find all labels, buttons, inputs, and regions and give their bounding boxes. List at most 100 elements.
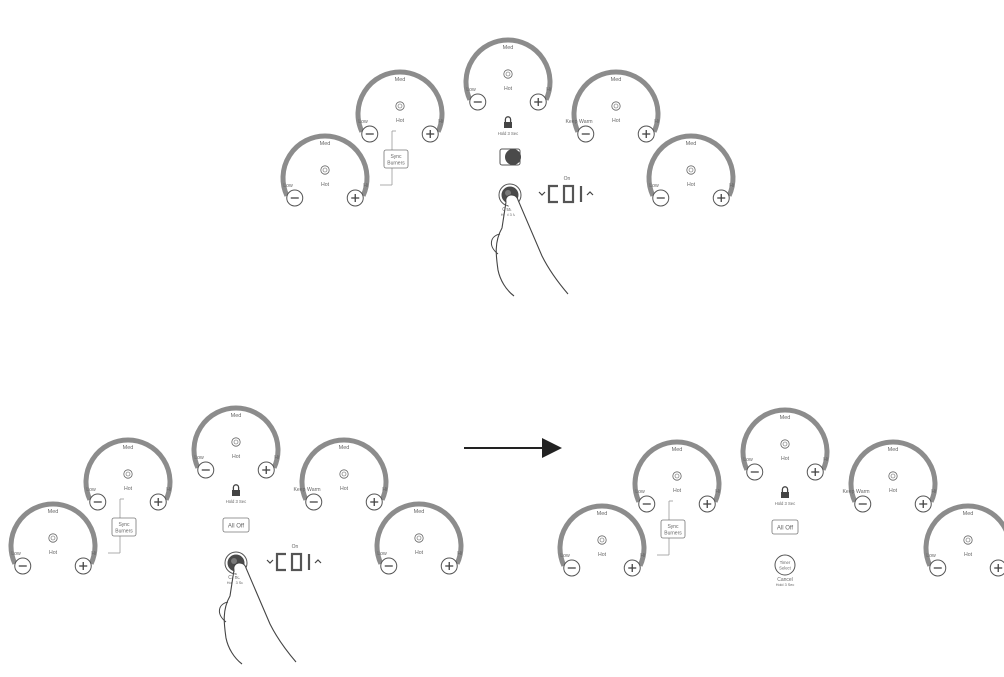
minus-button[interactable] (638, 495, 656, 513)
sync-burners-label: Burners (664, 531, 682, 537)
minus-button[interactable] (929, 559, 947, 577)
med-label: Med (414, 509, 425, 515)
sync-burners-label: Burners (387, 161, 405, 167)
minus-button[interactable] (652, 189, 670, 207)
plus-button[interactable] (365, 493, 383, 511)
chevron-up-icon[interactable] (314, 559, 322, 564)
med-label: Med (395, 77, 406, 83)
timer-label: Timer (780, 560, 791, 565)
lock-icon[interactable] (781, 486, 789, 498)
cancel-hold-label: Hold 3 Sec (776, 583, 795, 587)
heat-level-arc (463, 37, 553, 101)
hot-label: Hot (396, 118, 405, 124)
select-label: Select (779, 566, 791, 571)
minus-button[interactable] (14, 557, 32, 575)
med-label: Med (611, 77, 622, 83)
on-label: On (292, 544, 299, 550)
burner-icon (611, 101, 621, 111)
minus-button[interactable] (577, 125, 595, 143)
plus-button[interactable] (623, 559, 641, 577)
plus-button[interactable] (74, 557, 92, 575)
lock-icon[interactable] (504, 116, 512, 128)
minus-button[interactable] (380, 557, 398, 575)
all-off-button[interactable] (499, 148, 521, 166)
med-label: Med (963, 511, 974, 517)
chevron-down-icon[interactable] (266, 559, 274, 564)
burner-icon (48, 533, 58, 543)
plus-icon (351, 194, 360, 202)
burner-icon (231, 437, 241, 447)
heat-level-arc (191, 405, 281, 469)
plus-button[interactable] (806, 463, 824, 481)
plus-button[interactable] (989, 559, 1004, 577)
med-label: Med (123, 445, 134, 451)
hot-label: Hot (415, 550, 424, 556)
timer-display: C01On (266, 544, 322, 572)
sync-burners-label: Burners (115, 529, 133, 535)
heat-level-arc (848, 439, 938, 503)
minus-button[interactable] (286, 189, 304, 207)
plus-button[interactable] (421, 125, 439, 143)
hi-label: Hi (640, 553, 645, 559)
med-label: Med (339, 445, 350, 451)
minus-button[interactable] (305, 493, 323, 511)
low-label: Low (283, 183, 293, 189)
burner-icon (395, 101, 405, 111)
med-label: Med (231, 413, 242, 419)
hot-label: Hot (340, 486, 349, 492)
med-label: Med (686, 141, 697, 147)
plus-button[interactable] (257, 461, 275, 479)
hand-icon (219, 562, 297, 665)
plus-button[interactable] (712, 189, 730, 207)
hot-label: Hot (321, 182, 330, 188)
plus-button[interactable] (440, 557, 458, 575)
minus-button[interactable] (361, 125, 379, 143)
chevron-up-icon[interactable] (586, 191, 594, 196)
heat-level-arc (923, 503, 1004, 567)
low-label: Low (466, 87, 476, 93)
plus-icon (370, 498, 379, 506)
minus-button[interactable] (89, 493, 107, 511)
display-digit-c (275, 552, 286, 572)
plus-button[interactable] (637, 125, 655, 143)
plus-button[interactable] (914, 495, 932, 513)
hi-label: Hi (729, 183, 734, 189)
lock-icon[interactable] (232, 484, 240, 496)
hot-label: Hot (232, 454, 241, 460)
hi-label: Hi (91, 551, 96, 557)
all-off-button[interactable]: All Off (771, 519, 799, 535)
heat-level-arc (355, 69, 445, 133)
hot-label: Hot (889, 488, 898, 494)
heat-level-arc (280, 133, 370, 197)
minus-button[interactable] (197, 461, 215, 479)
chevron-down-icon[interactable] (538, 191, 546, 196)
low-label: Low (743, 457, 753, 463)
burner-icon (780, 439, 790, 449)
plus-button[interactable] (529, 93, 547, 111)
minus-button[interactable] (746, 463, 764, 481)
hi-label: Hi (931, 489, 936, 495)
med-label: Med (888, 447, 899, 453)
burner-icon (503, 69, 513, 79)
plus-button[interactable] (698, 495, 716, 513)
burner-icon (963, 535, 973, 545)
med-label: Med (597, 511, 608, 517)
heat-level-arc (632, 439, 722, 503)
plus-button[interactable] (149, 493, 167, 511)
minus-button[interactable] (563, 559, 581, 577)
minus-button[interactable] (469, 93, 487, 111)
plus-button[interactable] (346, 189, 364, 207)
all-off-button[interactable]: All Off (222, 517, 250, 533)
sync-burners-label: Sync (667, 524, 679, 530)
heat-level-arc (8, 501, 98, 565)
minus-button[interactable] (854, 495, 872, 513)
